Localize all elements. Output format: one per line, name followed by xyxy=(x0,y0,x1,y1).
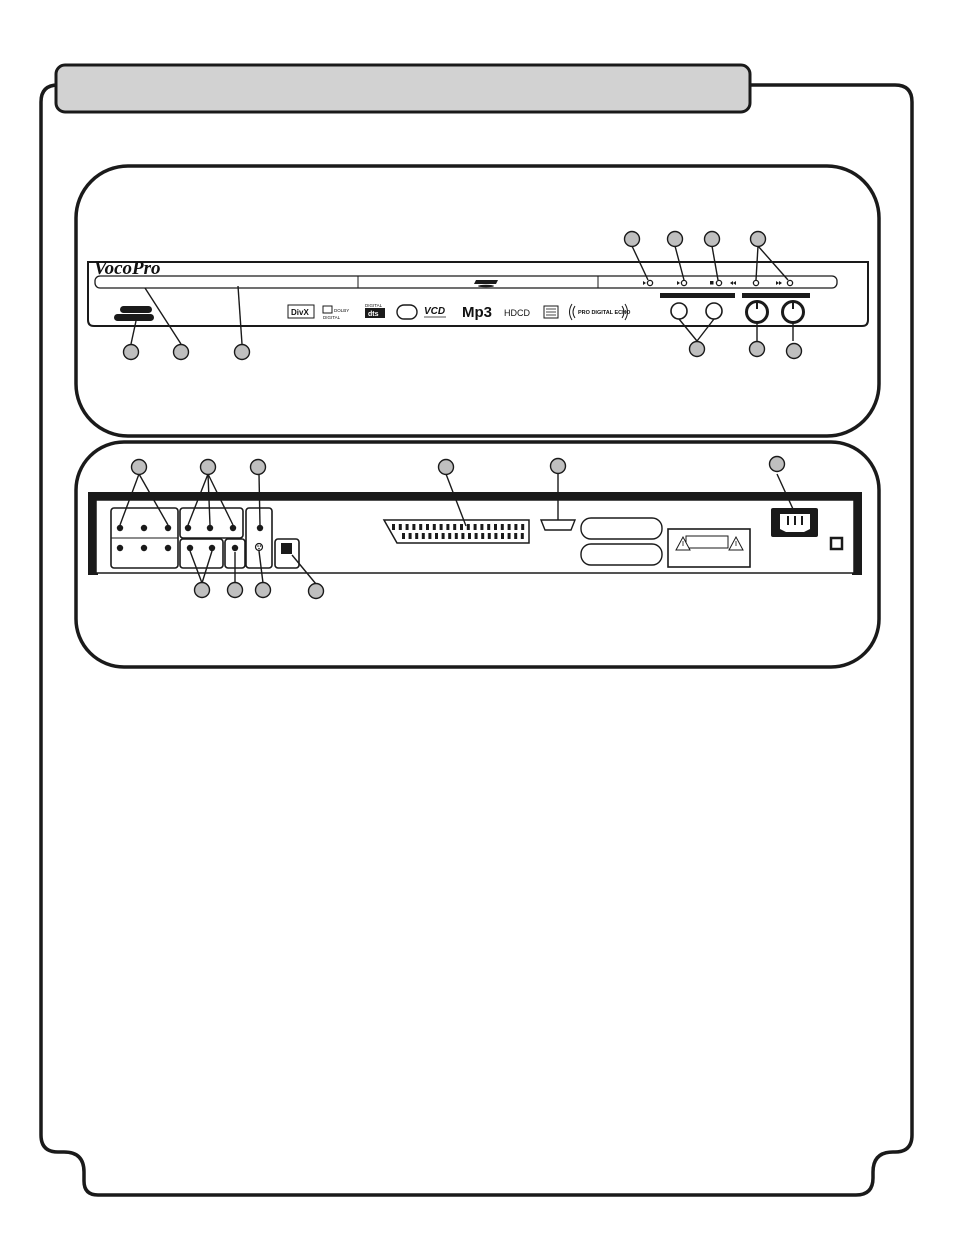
header-bar xyxy=(56,65,750,112)
callout-marker xyxy=(195,583,210,598)
mic-label-bar xyxy=(660,293,735,298)
callout-marker xyxy=(770,457,785,472)
rca-jack[interactable] xyxy=(187,545,193,551)
callout-marker xyxy=(750,342,765,357)
callout-marker xyxy=(668,232,683,247)
callout-marker xyxy=(625,232,640,247)
stereo-out-block xyxy=(180,539,223,568)
rs232-port[interactable] xyxy=(541,520,575,530)
volume-knob[interactable] xyxy=(747,302,768,323)
knob-label-bar xyxy=(742,293,810,298)
label-plate-1 xyxy=(581,518,662,539)
brand-logo: VocoPro xyxy=(94,258,161,279)
disc-tray xyxy=(95,276,837,288)
svg-text:DIGITAL: DIGITAL xyxy=(365,303,383,308)
oval-logo xyxy=(397,305,417,319)
vcd-logo: VCD xyxy=(424,306,446,317)
callout-marker xyxy=(251,460,266,475)
skip-forward-button[interactable] xyxy=(787,280,792,285)
callout-marker xyxy=(235,345,250,360)
rca-jack[interactable] xyxy=(117,525,123,531)
callout-marker xyxy=(228,583,243,598)
scart-connector[interactable] xyxy=(384,520,529,543)
svg-text:dts: dts xyxy=(368,311,379,318)
rca-jack[interactable] xyxy=(207,525,213,531)
callout-marker xyxy=(751,232,766,247)
optical-jack[interactable] xyxy=(281,543,292,554)
divx-logo: DivX xyxy=(288,305,314,318)
mic-jack-1[interactable] xyxy=(671,303,687,319)
svg-text:DOLBY: DOLBY xyxy=(334,308,349,313)
callout-marker xyxy=(690,342,705,357)
power-switch[interactable] xyxy=(831,538,842,549)
callout-marker xyxy=(309,584,324,599)
rca-jack[interactable] xyxy=(185,525,191,531)
callout-marker xyxy=(787,344,802,359)
callout-marker xyxy=(132,460,147,475)
callout-marker xyxy=(201,460,216,475)
skip-back-button[interactable] xyxy=(753,280,758,285)
callout-marker xyxy=(174,345,189,360)
hdcd-logo: HDCD xyxy=(504,308,530,318)
front-device: VocoPro xyxy=(88,258,868,326)
mp3-logo: Mp3 xyxy=(462,304,492,321)
rca-jack[interactable] xyxy=(165,545,171,551)
rear-device xyxy=(88,492,862,575)
cd-logo xyxy=(544,306,558,318)
rca-jack[interactable] xyxy=(117,545,123,551)
dts-logo: DIGITAL dts xyxy=(365,303,385,318)
play-button[interactable] xyxy=(681,280,686,285)
rca-jack[interactable] xyxy=(165,525,171,531)
warning-label xyxy=(668,529,750,567)
s-video-jack[interactable] xyxy=(256,544,263,551)
rca-jack[interactable] xyxy=(209,545,215,551)
callout-marker xyxy=(551,459,566,474)
rca-jack[interactable] xyxy=(230,525,236,531)
rca-jack[interactable] xyxy=(257,525,263,531)
callout-marker xyxy=(439,460,454,475)
svg-text:VCD: VCD xyxy=(424,306,445,317)
label-plate-2 xyxy=(581,544,662,565)
stop-button[interactable] xyxy=(716,280,721,285)
svg-text:DivX: DivX xyxy=(291,308,309,317)
coaxial-block xyxy=(246,508,272,568)
rca-jack[interactable] xyxy=(141,545,147,551)
callout-marker xyxy=(124,345,139,360)
mic-jack-2[interactable] xyxy=(706,303,722,319)
svg-text:DIGITAL: DIGITAL xyxy=(323,315,341,320)
callout-marker xyxy=(705,232,720,247)
callout-marker xyxy=(256,583,271,598)
rca-jack[interactable] xyxy=(141,525,147,531)
rca-jack[interactable] xyxy=(232,545,238,551)
ac-power-inlet[interactable] xyxy=(771,508,818,537)
open-close-button[interactable] xyxy=(647,280,652,285)
echo-knob[interactable] xyxy=(783,302,804,323)
